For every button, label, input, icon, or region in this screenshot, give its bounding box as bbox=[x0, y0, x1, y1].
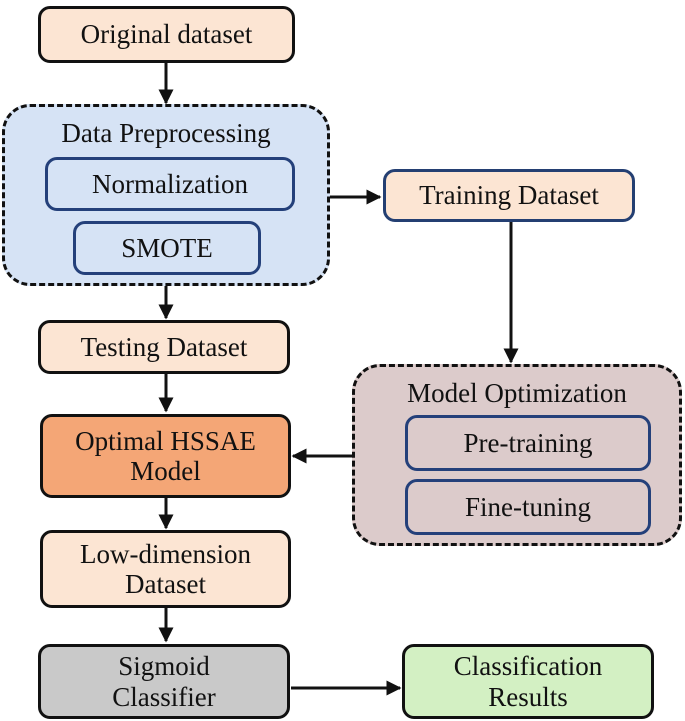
model-optimization-group: Model Optimization Pre-training Fine-tun… bbox=[352, 364, 682, 546]
classification-results-box: Classification Results bbox=[402, 644, 654, 719]
training-dataset-box: Training Dataset bbox=[383, 169, 635, 222]
model-optimization-title: Model Optimization bbox=[407, 378, 627, 408]
smote-box: SMOTE bbox=[73, 221, 261, 275]
low-dimension-dataset-box: Low-dimension Dataset bbox=[40, 530, 291, 608]
testing-dataset-box: Testing Dataset bbox=[38, 320, 290, 374]
sigmoid-classifier-box: Sigmoid Classifier bbox=[38, 644, 290, 719]
optimal-hssae-model-box: Optimal HSSAE Model bbox=[40, 414, 291, 498]
data-preprocessing-title: Data Preprocessing bbox=[61, 118, 271, 148]
fine-tuning-box: Fine-tuning bbox=[405, 479, 651, 535]
pre-training-box: Pre-training bbox=[405, 415, 651, 471]
normalization-box: Normalization bbox=[45, 157, 295, 211]
original-dataset-box: Original dataset bbox=[38, 6, 295, 63]
data-preprocessing-group: Data Preprocessing Normalization SMOTE bbox=[2, 104, 330, 286]
